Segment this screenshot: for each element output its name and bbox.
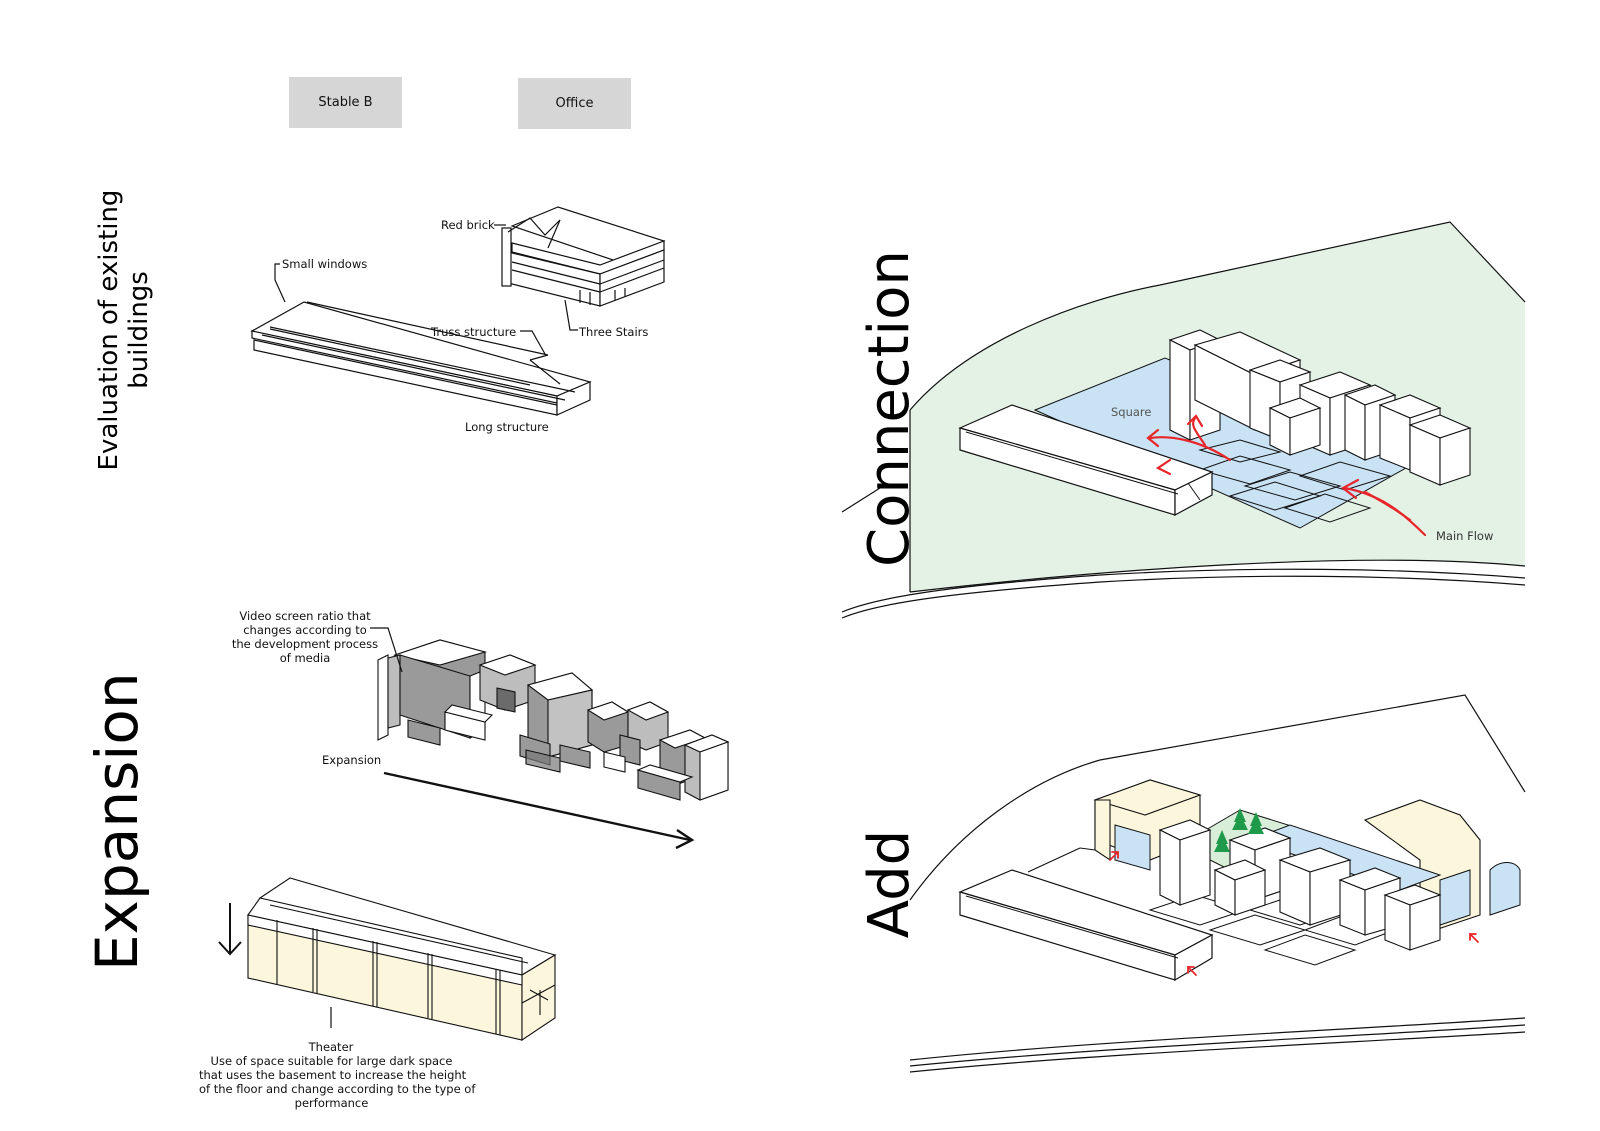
video-screen-label: Video screen ratio that changes accordin… bbox=[231, 609, 379, 665]
main-flow-label: Main Flow bbox=[1436, 529, 1494, 543]
theater-building-drawing bbox=[247, 877, 557, 1042]
tree-icons bbox=[1214, 808, 1264, 852]
expansion-label: Expansion bbox=[322, 753, 382, 767]
stable-building-drawing bbox=[250, 301, 592, 416]
theater-description-label: Use of space suitable for large dark spa… bbox=[199, 1054, 476, 1110]
long-structure-label: Long structure bbox=[465, 420, 549, 434]
red-brick-label: Red brick bbox=[441, 218, 495, 232]
add-site-drawing bbox=[909, 694, 1526, 1073]
expansion-blocks-drawing bbox=[377, 639, 730, 801]
office-building-drawing bbox=[501, 206, 666, 307]
truss-structure-label: Truss structure bbox=[431, 325, 517, 339]
evaluation-leaders bbox=[274, 224, 578, 355]
theater-title-label: Theater bbox=[308, 1040, 354, 1054]
theater-down-arrow bbox=[218, 903, 242, 956]
office-tag: Office bbox=[518, 78, 631, 129]
stable-b-tag: Stable B bbox=[289, 77, 402, 128]
connection-site-drawing bbox=[841, 221, 1526, 619]
square-label: Square bbox=[1111, 405, 1152, 419]
expansion-leaders bbox=[370, 627, 695, 850]
three-stairs-label: Three Stairs bbox=[579, 325, 649, 339]
small-windows-label: Small windows bbox=[282, 257, 368, 271]
